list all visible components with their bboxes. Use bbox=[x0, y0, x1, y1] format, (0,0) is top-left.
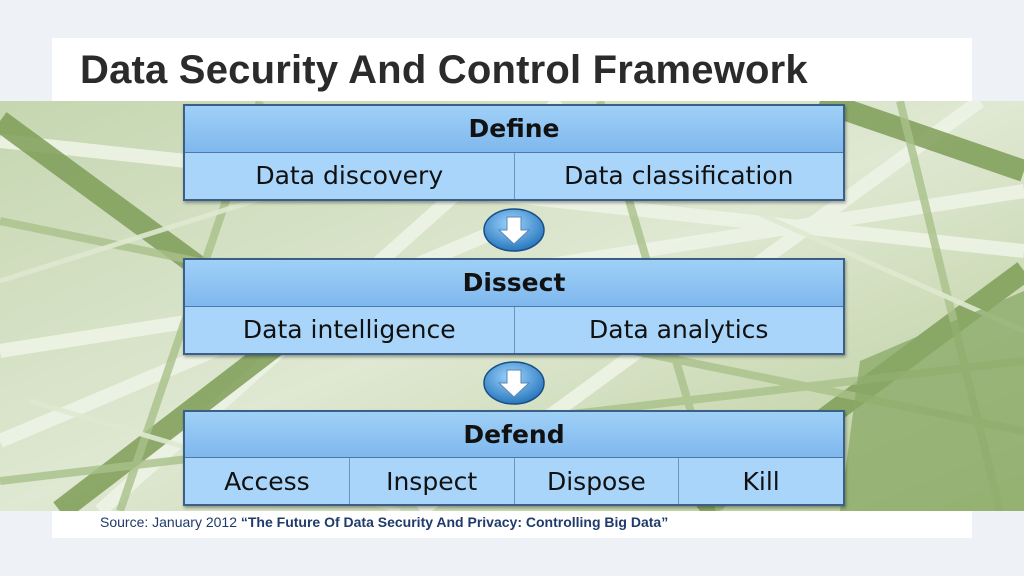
stage-item: Access bbox=[224, 466, 310, 496]
stage-items: Data intelligence Data analytics bbox=[185, 306, 844, 353]
stage-item: Kill bbox=[678, 458, 843, 504]
stage-define: Define Data discovery Data classificatio… bbox=[183, 104, 845, 201]
stage-dissect: Dissect Data intelligence Data analytics bbox=[183, 258, 845, 355]
source-prefix: Source: January 2012 bbox=[100, 514, 237, 530]
stage-item: Data analytics bbox=[513, 306, 844, 353]
stage-header: Define bbox=[185, 106, 843, 153]
down-arrow-icon bbox=[483, 361, 545, 405]
source-title: “The Future Of Data Security And Privacy… bbox=[240, 514, 669, 530]
stage-items: Data discovery Data classification bbox=[185, 152, 844, 199]
stage-defend: Defend Access Inspect Dispose Kill bbox=[183, 410, 845, 506]
stage-item: Inspect bbox=[348, 458, 514, 504]
stage-item: Dispose bbox=[513, 458, 679, 504]
stage-item: Data discovery bbox=[255, 161, 444, 191]
stage-item: Data classification bbox=[513, 152, 844, 199]
page-title: Data Security And Control Framework bbox=[80, 48, 808, 92]
stage-items: Access Inspect Dispose Kill bbox=[185, 458, 843, 504]
stage-header: Dissect bbox=[185, 260, 843, 307]
stage-header: Defend bbox=[185, 412, 843, 458]
stage-item: Data intelligence bbox=[242, 315, 456, 345]
down-arrow-icon bbox=[483, 208, 545, 252]
source-citation: Source: January 2012 “The Future Of Data… bbox=[100, 514, 668, 530]
